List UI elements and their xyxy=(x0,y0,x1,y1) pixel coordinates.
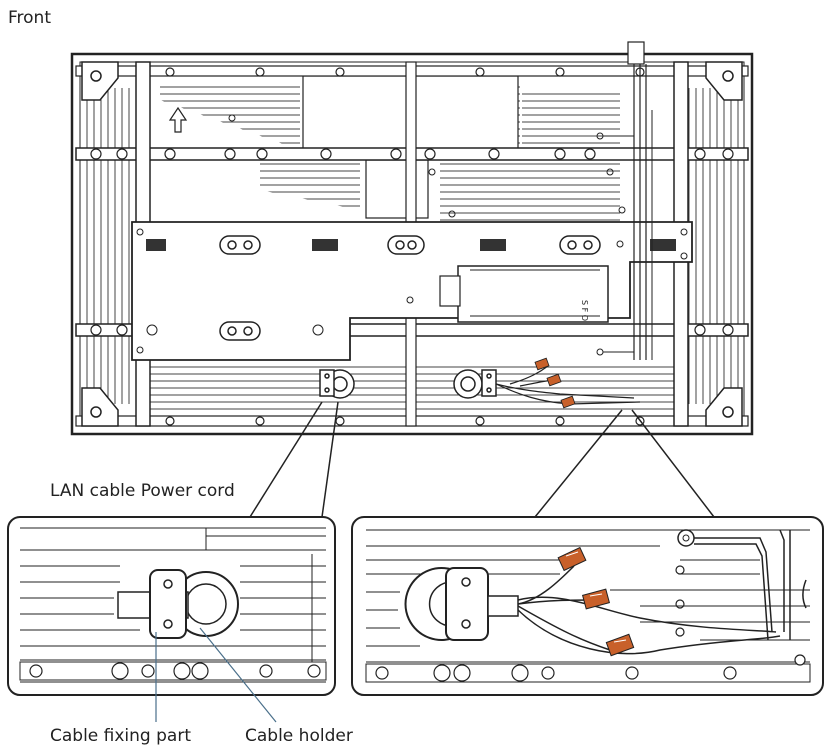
svg-text:S F O: S F O xyxy=(580,300,589,321)
lan-power-label: LAN cable Power cord xyxy=(50,481,235,501)
right-detail-box xyxy=(351,516,824,696)
cable-holder-label: Cable holder xyxy=(245,726,353,746)
callout-leaders xyxy=(155,627,277,723)
left-detail-box xyxy=(7,516,336,696)
display-panel: S F O xyxy=(70,41,754,518)
front-label: Front xyxy=(8,8,51,28)
cable-fixing-part-label: Cable fixing part xyxy=(50,726,191,746)
